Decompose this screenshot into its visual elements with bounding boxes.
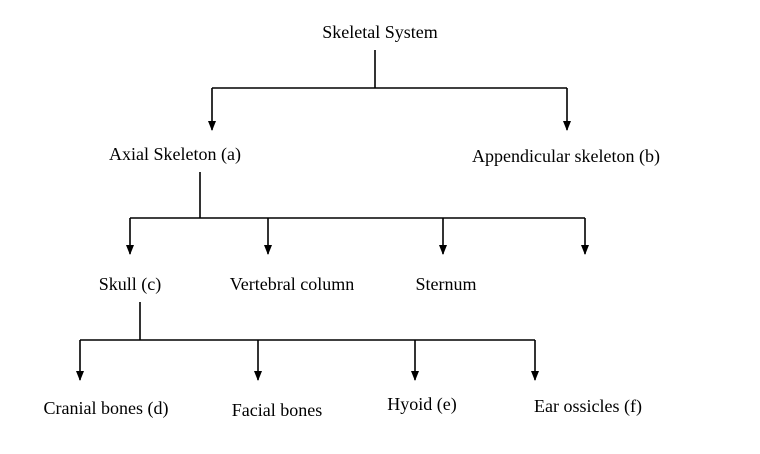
node-hyoid: Hyoid (e) — [387, 394, 457, 414]
node-appendicular-skeleton: Appendicular skeleton (b) — [472, 146, 660, 166]
node-sternum: Sternum — [415, 274, 477, 294]
node-facial-bones: Facial bones — [231, 400, 323, 420]
node-axial-skeleton: Axial Skeleton (a) — [109, 144, 241, 164]
node-skeletal-system: Skeletal System — [322, 22, 438, 42]
node-skull: Skull (c) — [98, 274, 162, 294]
node-cranial-bones: Cranial bones (d) — [43, 398, 169, 418]
node-vertebral-column: Vertebral column — [229, 274, 355, 294]
node-ear-ossicles: Ear ossicles (f) — [534, 396, 642, 416]
